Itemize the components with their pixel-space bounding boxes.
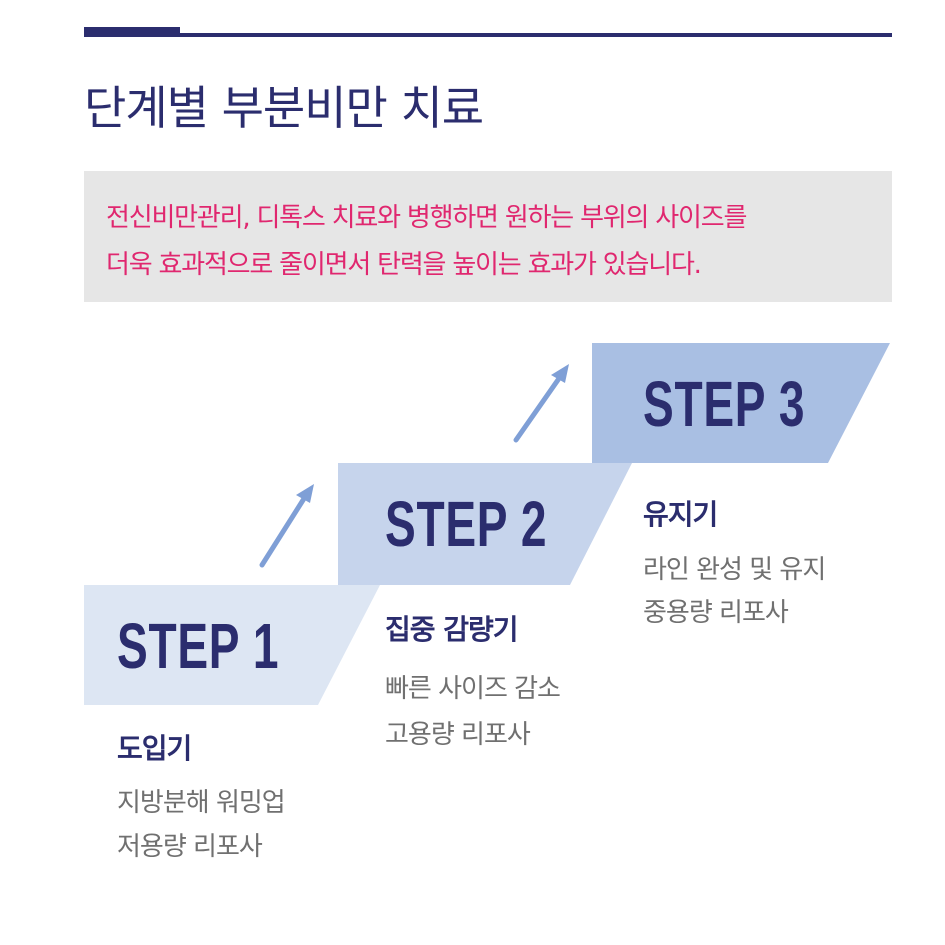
step-1-label: STEP 1 <box>117 610 280 682</box>
step-1-band <box>84 585 380 705</box>
step-2-label: STEP 2 <box>385 488 548 560</box>
step-1-desc-2: 저용량 리포사 <box>117 832 263 862</box>
step-3-desc-1: 라인 완성 및 유지 <box>643 555 826 585</box>
intro-box: 전신비만관리, 디톡스 치료와 병행하면 원하는 부위의 사이즈를 더욱 효과적… <box>84 171 892 302</box>
step-3-phase: 유지기 <box>643 498 718 531</box>
top-rule-accent <box>84 27 180 37</box>
step-2-band <box>338 463 632 585</box>
arrow-2-head-icon <box>551 364 569 383</box>
intro-line-1: 전신비만관리, 디톡스 치료와 병행하면 원하는 부위의 사이즈를 <box>106 203 747 233</box>
step-2-phase: 집중 감량기 <box>385 613 519 646</box>
step-2-desc-2: 고용량 리포사 <box>385 720 531 750</box>
step-1-phase: 도입기 <box>117 732 192 765</box>
page-title: 단계별 부분비만 치료 <box>84 81 484 135</box>
arrow-2-icon <box>513 374 563 443</box>
step-3-label: STEP 3 <box>643 368 806 440</box>
step-3-desc-2: 중용량 리포사 <box>643 598 789 628</box>
step-3-band <box>592 343 890 463</box>
intro-line-2: 더욱 효과적으로 줄이면서 탄력을 높이는 효과가 있습니다. <box>106 250 702 280</box>
step-1-desc-1: 지방분해 워밍업 <box>117 788 286 818</box>
arrow-1-head-icon <box>296 484 314 503</box>
step-2-desc-1: 빠른 사이즈 감소 <box>385 674 561 704</box>
top-rule <box>84 33 892 37</box>
arrow-1-icon <box>259 494 308 568</box>
